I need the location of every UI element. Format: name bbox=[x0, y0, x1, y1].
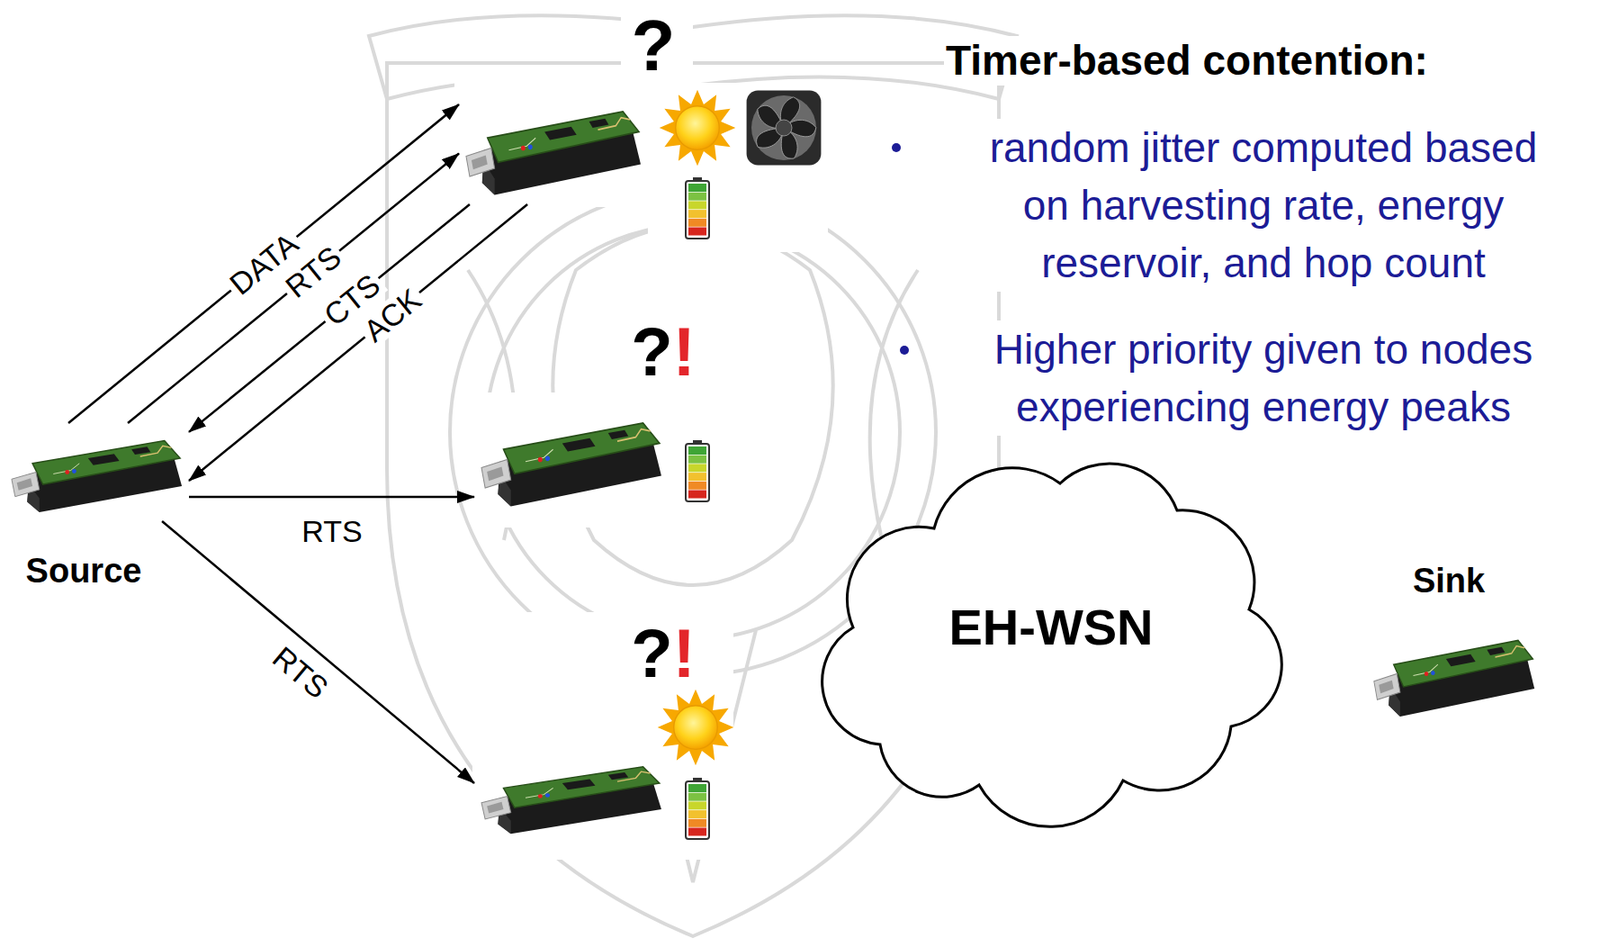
chip bbox=[589, 118, 610, 128]
cloud-shape bbox=[822, 463, 1283, 827]
usb-plug bbox=[11, 472, 40, 497]
led bbox=[521, 145, 526, 152]
circuit-board bbox=[503, 422, 660, 475]
arrow-connector bbox=[188, 204, 470, 432]
heading-title: Timer-based contention: bbox=[943, 35, 1430, 86]
led bbox=[545, 792, 550, 798]
symbol-glyph: ! bbox=[673, 614, 696, 692]
usb-plug-inner bbox=[486, 466, 504, 481]
led bbox=[64, 469, 70, 475]
usb-plug bbox=[1374, 674, 1401, 701]
usb-plug bbox=[466, 148, 495, 178]
bullet-text: random jitter computed based on harvesti… bbox=[975, 118, 1552, 292]
usb-plug-inner bbox=[1378, 680, 1394, 693]
usb-plug bbox=[481, 796, 512, 819]
sun-icon bbox=[657, 689, 735, 766]
sensor-board bbox=[1372, 627, 1537, 720]
led bbox=[1430, 670, 1436, 675]
circuit-board bbox=[503, 766, 660, 809]
crest-wing bbox=[467, 269, 918, 540]
battery-icon bbox=[685, 440, 710, 502]
antenna-trace bbox=[1495, 646, 1526, 657]
led bbox=[1424, 671, 1430, 676]
arrow-connector bbox=[68, 104, 459, 423]
antenna-trace bbox=[140, 445, 172, 457]
image-ground bbox=[454, 73, 648, 207]
battery-icon bbox=[685, 177, 710, 239]
image-ground bbox=[472, 392, 725, 528]
circuit-board bbox=[1393, 639, 1534, 687]
battery-icon bbox=[685, 777, 710, 839]
edge-label: RTS bbox=[297, 515, 366, 547]
sink-node: Sink bbox=[1372, 627, 1537, 720]
image-ground bbox=[647, 82, 828, 252]
sun-icon bbox=[659, 89, 737, 167]
board-trace bbox=[525, 787, 554, 798]
cloud-label: EH-WSN bbox=[945, 601, 1156, 655]
crest-shield bbox=[386, 62, 999, 936]
board-trace bbox=[509, 137, 537, 151]
crest-watermark bbox=[368, 15, 1017, 936]
symbol-glyph: ! bbox=[673, 313, 696, 390]
relay-node: ?! bbox=[479, 755, 664, 837]
usb-plug-inner bbox=[486, 801, 504, 814]
board-trace bbox=[525, 449, 554, 462]
sensor-board bbox=[479, 408, 664, 511]
network-cloud: EH-WSN bbox=[799, 447, 1304, 808]
status-symbol: ?! bbox=[628, 617, 699, 690]
led bbox=[71, 468, 77, 474]
board-trace bbox=[1413, 664, 1439, 675]
image-ground bbox=[620, 7, 693, 90]
symbol-glyph: ? bbox=[630, 313, 673, 390]
arrow-connector bbox=[188, 204, 528, 481]
chip bbox=[608, 430, 629, 440]
node-label: Sink bbox=[1410, 563, 1488, 600]
circuit-board bbox=[487, 111, 639, 163]
node-label: Source bbox=[23, 553, 145, 590]
sensor-board bbox=[464, 97, 643, 199]
usb-plug-inner bbox=[471, 154, 488, 170]
led bbox=[538, 793, 543, 799]
source-node: Source bbox=[9, 428, 184, 516]
chip bbox=[88, 453, 120, 466]
led bbox=[528, 144, 533, 151]
usb-plug-inner bbox=[17, 477, 33, 491]
image-grounds bbox=[454, 7, 828, 860]
symbol-glyph: ? bbox=[630, 614, 673, 692]
chip bbox=[562, 438, 596, 452]
led bbox=[538, 457, 543, 463]
relay-node: ?! bbox=[479, 408, 664, 511]
antenna-trace bbox=[617, 771, 651, 782]
status-symbol: ? bbox=[629, 8, 679, 84]
fan-icon bbox=[746, 90, 822, 166]
led bbox=[545, 456, 550, 462]
relay-node: ? bbox=[464, 97, 643, 199]
chip bbox=[608, 772, 629, 780]
status-symbol: ?! bbox=[628, 315, 699, 388]
arrow-connector bbox=[127, 152, 459, 423]
arrow-connector bbox=[161, 521, 475, 783]
sensor-board bbox=[479, 755, 664, 837]
chip bbox=[562, 778, 596, 790]
edge-label: RTS bbox=[264, 638, 337, 706]
circuit-board bbox=[32, 440, 180, 486]
bullet-dot bbox=[899, 345, 909, 355]
bullet-text: Higher priority given to nodes experienc… bbox=[975, 320, 1552, 436]
bullet-dot bbox=[891, 143, 901, 153]
sensor-board bbox=[9, 428, 184, 516]
chip bbox=[1446, 654, 1476, 666]
image-ground bbox=[472, 611, 734, 860]
arrow-connector bbox=[188, 495, 475, 499]
usb-plug bbox=[481, 459, 512, 489]
antenna-trace bbox=[617, 429, 651, 442]
board-trace bbox=[53, 463, 80, 475]
chip bbox=[544, 126, 577, 141]
antenna-trace bbox=[598, 117, 631, 131]
chip bbox=[1486, 647, 1505, 656]
chip bbox=[131, 446, 151, 455]
